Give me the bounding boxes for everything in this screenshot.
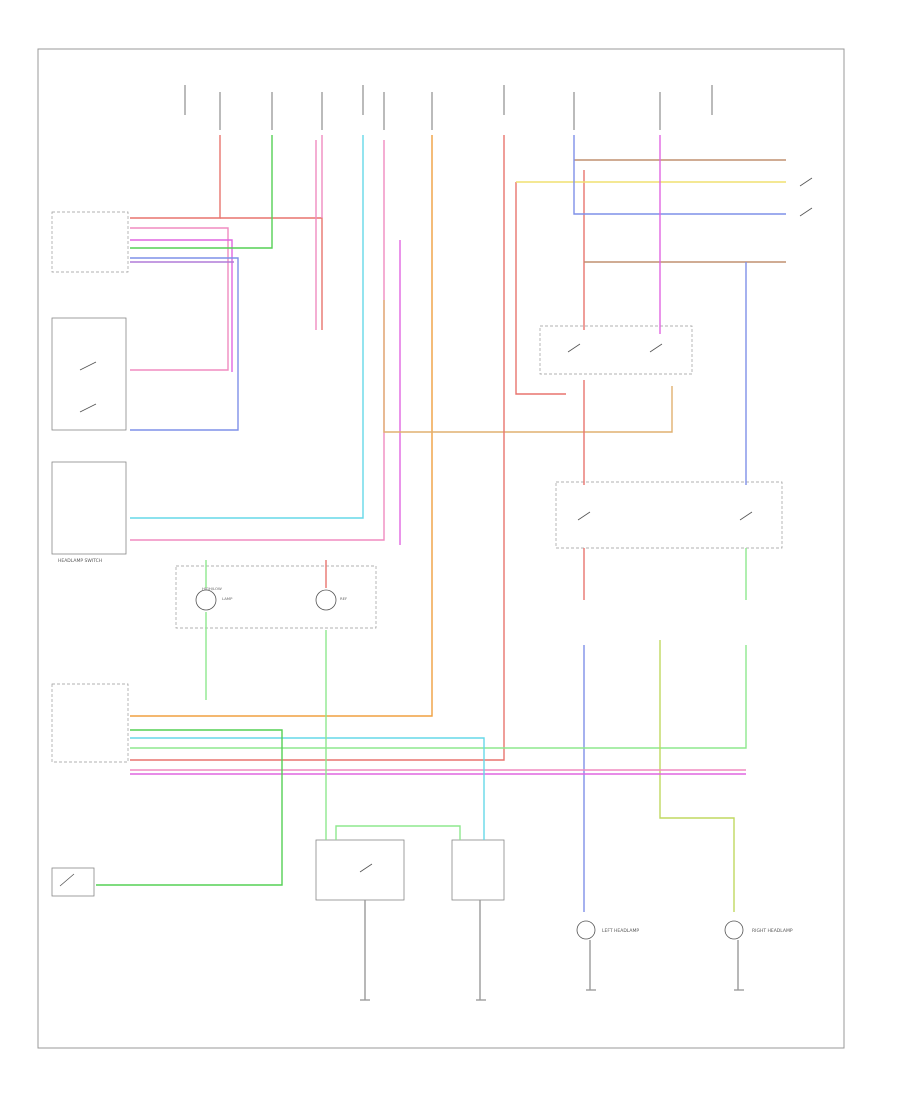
lamp-label: LAMP (222, 596, 233, 601)
headlamp-switch-label: HEADLAMP SWITCH (58, 558, 102, 564)
right-headlamp-label: RIGHT HEADLAMP (752, 928, 793, 934)
bulbs (195, 589, 744, 940)
diagram-frame (37, 48, 845, 1049)
right-component-boxes (315, 325, 783, 901)
grounds (360, 989, 744, 1001)
left-component-boxes (51, 211, 377, 897)
top-fuse-row (184, 85, 713, 130)
wires (96, 135, 786, 1000)
ref-label: REF (340, 596, 347, 601)
high-low-label: HIGH/LOW (202, 586, 222, 591)
left-headlamp-label: LEFT HEADLAMP (602, 928, 639, 934)
switch-details (59, 177, 813, 887)
